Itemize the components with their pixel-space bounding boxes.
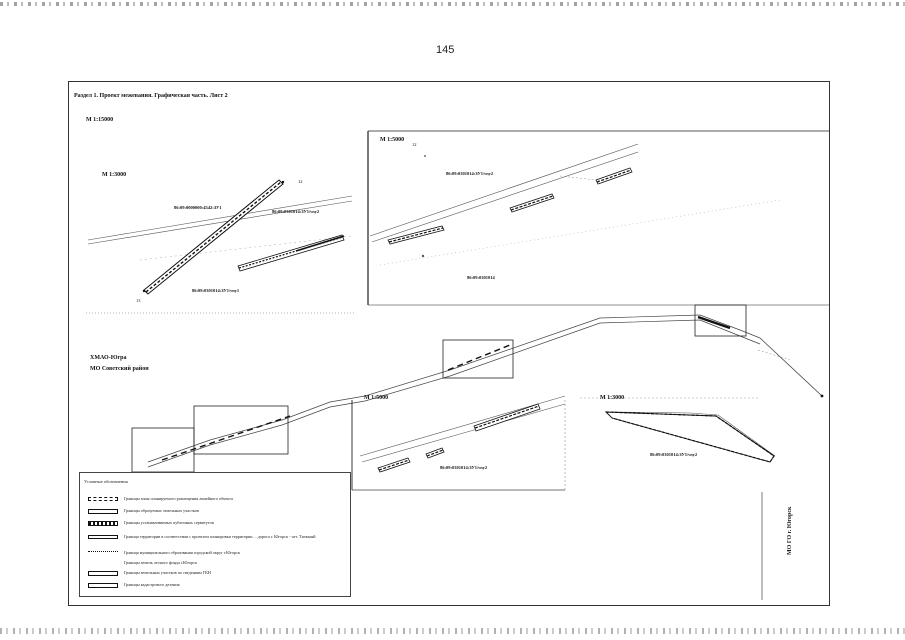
parcel-label: 86:09:0000000:4542:ЗУ1 (174, 205, 222, 210)
legend-item: Граница территории в соответствии с прое… (80, 533, 350, 543)
region-label-city: МО ГО г. Югорск (787, 506, 793, 555)
legend-swatch (88, 583, 118, 588)
location-frame[interactable] (694, 304, 747, 337)
legend-item: Границы земельных участков по сведениям … (80, 569, 350, 579)
location-frame[interactable] (131, 427, 195, 473)
legend-item: Границы образуемых земельных участков (80, 507, 350, 517)
parcel-label: 86:09:0301014 (467, 275, 495, 280)
legend-label: Граница муниципального образования город… (124, 550, 241, 555)
scale-inset-top: М 1:5000 (380, 137, 405, 143)
map-sheet-frame (68, 81, 830, 606)
parcel-label: 86:09:0301014:ЗУ1/чзу2 (440, 465, 488, 470)
inset-right-bottom (580, 397, 776, 600)
legend-swatch (88, 551, 118, 552)
scan-edge-bottom (0, 628, 905, 634)
legend-item: Границы земель лесного фонда г.Югорск (80, 559, 350, 569)
parcel-label: 86:09:0301014:ЗУ1/чзу1 (192, 288, 240, 293)
page-number: 145 (436, 44, 455, 56)
main-overview-road[interactable] (147, 314, 824, 468)
scale-inset-left: М 1:3000 (102, 172, 127, 178)
legend-swatch (88, 535, 118, 539)
sheet-title: Раздел 1. Проект межевания. Графическая … (74, 93, 228, 99)
inset-top-right (367, 130, 830, 306)
legend-label: Граница территории в соответствии с прое… (124, 534, 316, 539)
location-frame[interactable] (442, 339, 514, 379)
region-label-okrug: ХМАО-Югра (90, 355, 127, 361)
legend-label: Границы земель лесного фонда г.Югорск (124, 560, 198, 565)
scan-edge-top (0, 2, 905, 6)
legend-swatch (88, 521, 118, 526)
legend-label: Границы зоны планируемого размещения лин… (124, 496, 233, 501)
parcel-label: 86:09:0301014:ЗУ1/чзу2 (272, 209, 320, 214)
legend-swatch (88, 497, 118, 501)
map-legend: Условные обозначения Границы зоны планир… (79, 472, 351, 597)
location-frame[interactable] (193, 405, 289, 455)
inset-middle-bottom (351, 395, 566, 490)
point-number: 12 (412, 142, 417, 147)
legend-label: Границы земельных участков по сведениям … (124, 570, 211, 575)
legend-title: Условные обозначения (84, 479, 128, 484)
legend-item: Границы кадастрового деления (80, 581, 350, 591)
scale-inset-mid: М 1:5000 (364, 395, 389, 401)
region-label-rayon: МО Советский район (90, 366, 149, 372)
parcel-label: 86:09:0301014:ЗУ1/чзу2 (650, 452, 698, 457)
legend-label: Границы кадастрового деления (124, 582, 180, 587)
legend-label: Границы образуемых земельных участков (124, 508, 199, 513)
parcel-label: 86:09:0301014:ЗУ1/чзу2 (446, 171, 494, 176)
legend-swatch (88, 561, 118, 565)
legend-item: Граница муниципального образования город… (80, 549, 350, 559)
legend-swatch (88, 509, 118, 514)
scale-main: М 1:15000 (86, 117, 114, 123)
legend-item: Границы зоны планируемого размещения лин… (80, 495, 350, 505)
point-number: 13 (136, 298, 141, 303)
legend-item: Границы устанавливаемых публичных сервит… (80, 519, 350, 529)
scale-inset-right: М 1:3000 (600, 395, 625, 401)
inset-left-top (87, 179, 353, 295)
legend-label: Границы устанавливаемых публичных сервит… (124, 520, 214, 525)
point-number: 12 (298, 179, 303, 184)
legend-swatch (88, 571, 118, 576)
